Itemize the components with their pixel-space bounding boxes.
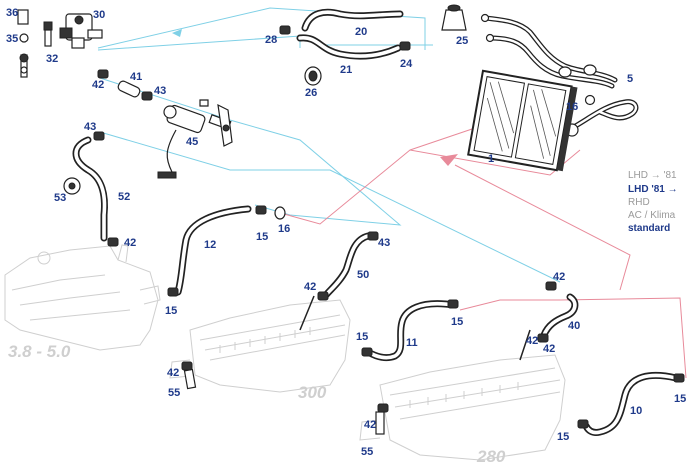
- callout-55b: 55: [361, 446, 373, 458]
- callout-42a: 42: [92, 79, 104, 91]
- callout-43c: 43: [378, 237, 390, 249]
- engine-label-280: 280: [476, 447, 506, 466]
- callout-25: 25: [456, 35, 468, 47]
- callout-35: 35: [6, 33, 18, 45]
- fitting-55-280: [375, 411, 385, 435]
- callout-55a: 55: [168, 387, 180, 399]
- callout-40: 40: [568, 320, 580, 332]
- callout-12: 12: [204, 239, 216, 251]
- callout-42d: 42: [167, 367, 179, 379]
- callout-43b: 43: [84, 121, 96, 133]
- engine-outline-v8: [4, 244, 161, 351]
- callout-30: 30: [93, 9, 105, 21]
- callout-42e: 42: [553, 271, 565, 283]
- callout-42f: 42: [526, 335, 538, 347]
- callout-20: 20: [355, 26, 367, 38]
- callout-24: 24: [400, 58, 413, 70]
- callout-16b: 16: [566, 101, 578, 113]
- hose-21: [296, 34, 402, 60]
- flow-lines-red: [283, 127, 687, 379]
- fitting-36: [17, 9, 29, 25]
- callout-15f: 15: [557, 431, 569, 443]
- bushing-53: [63, 177, 81, 195]
- legend: LHD → '81 LHD '81 → RHD AC / Klima stand…: [628, 170, 678, 234]
- callout-16a: 16: [278, 223, 290, 235]
- hose-11: [364, 300, 458, 362]
- fitting-25: [441, 4, 467, 31]
- engine-outline-280: [359, 354, 566, 461]
- callout-42h: 42: [364, 419, 376, 431]
- callout-32: 32: [46, 53, 58, 65]
- engine-label-v8: 3.8 - 5.0: [8, 342, 71, 361]
- fitting-32: [43, 21, 53, 47]
- callout-1: 1: [488, 153, 494, 165]
- legend-lhd-to-81: LHD → '81: [628, 170, 677, 181]
- callout-21: 21: [340, 64, 352, 76]
- hose-52: [72, 136, 108, 242]
- hose-12: [174, 205, 252, 296]
- hose-40: [540, 293, 579, 339]
- ring-16a: [274, 206, 286, 220]
- callout-10: 10: [630, 405, 642, 417]
- callout-45: 45: [186, 136, 198, 148]
- callout-42c: 42: [304, 281, 316, 293]
- rods: [299, 295, 531, 361]
- valve-45: [157, 99, 233, 179]
- callout-52: 52: [118, 191, 130, 203]
- callout-36: 36: [6, 7, 18, 19]
- hose-clamps: [93, 25, 685, 429]
- valve-30: [59, 13, 103, 49]
- callout-28: 28: [265, 34, 277, 46]
- engine-label-300: 300: [298, 383, 327, 402]
- callout-53: 53: [54, 192, 66, 204]
- fitting-41: [117, 80, 141, 98]
- hose-20: [301, 8, 404, 32]
- hose-50: [322, 232, 372, 299]
- callout-15e: 15: [674, 393, 686, 405]
- callout-26: 26: [305, 87, 317, 99]
- callout-15d: 15: [451, 316, 463, 328]
- callout-15a: 15: [256, 231, 268, 243]
- hose-10: [582, 372, 680, 436]
- part-callouts: 36 35 30 32 41 42 43 43 45 53 52 42 12 1…: [6, 7, 686, 458]
- legend-lhd-from-81: LHD '81 →: [628, 184, 678, 195]
- legend-rhd: RHD: [628, 197, 650, 208]
- fitting-55-300: [183, 368, 197, 390]
- callout-15b: 15: [165, 305, 177, 317]
- fitting-35: [19, 33, 29, 78]
- callout-15c: 15: [356, 331, 368, 343]
- legend-ac-klima: AC / Klima: [628, 210, 676, 221]
- callout-42g: 42: [543, 343, 555, 355]
- callout-50: 50: [357, 269, 369, 281]
- legend-standard: standard: [628, 223, 670, 234]
- callout-41: 41: [130, 71, 142, 83]
- engine-outline-300: [169, 299, 351, 393]
- heater-pipes-5: [480, 13, 618, 89]
- heater-core: [467, 69, 578, 172]
- callout-42b: 42: [124, 237, 136, 249]
- callout-43a: 43: [154, 85, 166, 97]
- callout-5: 5: [627, 73, 633, 85]
- callout-11: 11: [406, 337, 418, 349]
- grommet-26: [304, 66, 322, 86]
